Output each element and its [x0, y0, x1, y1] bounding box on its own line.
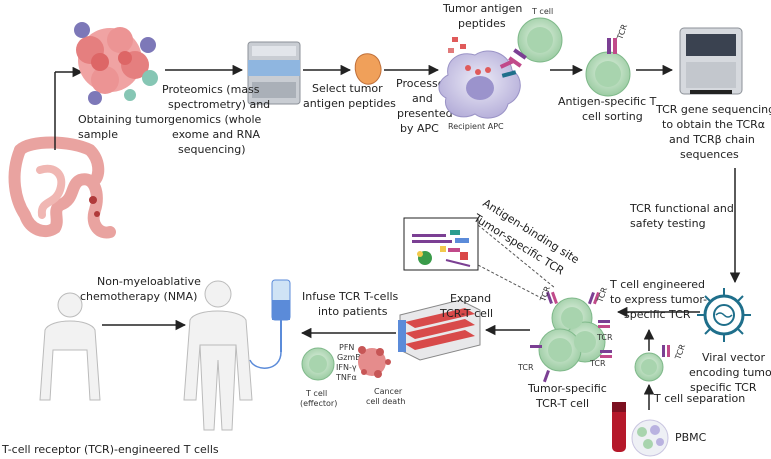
tcr-t-cell-cluster-icon: [530, 291, 612, 383]
viral-vector-icon: [697, 288, 751, 342]
cancer-cell-death-icon: [358, 346, 391, 378]
tcr-sequencing-label: TCR gene sequencing to obtain the TCRα a…: [655, 103, 771, 161]
proteomics-label: Proteomics (mass spectrometry) and genom…: [162, 83, 274, 156]
processed-label: Processed and presented by APC: [396, 77, 456, 135]
mass-spectrometer-icon: [247, 41, 301, 105]
t-cell-separation-label: T cell separation: [653, 392, 745, 405]
inset-pointer-line-2: [477, 264, 546, 301]
intestine-icon: [8, 136, 116, 239]
tcr-top-label: TCR: [615, 23, 629, 42]
iv-bag-icon: [249, 279, 291, 369]
apc-cell-icon: [438, 50, 521, 119]
infuse-label: Infuse TCR T-cells into patients: [302, 290, 402, 318]
functional-testing-label: TCR functional and safety testing: [629, 202, 737, 230]
t-cell-top-label: T cell: [531, 7, 553, 16]
peptide-fragments-icon: [448, 37, 466, 53]
tcr-structure-inset: [403, 217, 479, 271]
separated-t-cell-icon: [634, 345, 670, 382]
inset-pointer-line: [477, 224, 556, 289]
nma-label: Non-myeloablative chemotherapy (NMA): [80, 275, 204, 303]
recipient-apc-label: Recipient APC: [448, 122, 504, 131]
sequencer-icon: [679, 27, 743, 95]
tumor-specific-tcr-t-label: Tumor-specific TCR-T cell: [527, 382, 610, 410]
peptide-icon: [354, 53, 382, 85]
culture-flask-icon: [398, 299, 481, 361]
tcr-cluster-label-4: TCR: [589, 359, 606, 368]
select-peptides-label: Select tumor antigen peptides: [303, 82, 396, 110]
tcr-cluster-label-2: TCR: [595, 286, 609, 305]
tcr-separated-label: TCR: [673, 343, 687, 362]
nma-silhouette-icon: [39, 292, 101, 401]
expand-label: Expand TCR-T cell: [439, 292, 495, 320]
viral-vector-label: Viral vector encoding tumor- specific TC…: [689, 351, 771, 394]
cancer-death-label: Cancer cell death: [366, 387, 405, 406]
figure-caption: T-cell receptor (TCR)-engineered T cells: [1, 443, 219, 456]
pbmc-cells-icon: [631, 419, 669, 457]
effector-t-cell-icon: [301, 347, 335, 381]
tcr-cluster-label-5: TCR: [517, 363, 534, 372]
tcr-cluster-label-3: TCR: [596, 333, 613, 342]
tumor-antigen-peptides-label: Tumor antigen peptides: [442, 2, 526, 30]
t-cell-top-icon: [508, 17, 563, 68]
patient-silhouette-icon: [183, 280, 253, 431]
blood-tube-icon: [612, 402, 626, 452]
pbmc-label: PBMC: [675, 431, 707, 444]
cytokine-labels: PFN GzmB IFN-γ TNFα: [335, 343, 363, 382]
effector-label: T cell (effector): [300, 389, 337, 408]
obtaining-tumor-label: Obtaining tumor sample: [78, 113, 172, 141]
antigen-specific-t-cell-icon: [585, 38, 631, 97]
tumor-cluster-icon: [74, 22, 158, 105]
antigen-sorting-label: Antigen-specific T cell sorting: [558, 95, 660, 123]
engineered-label: T cell engineered to express tumor- spec…: [609, 278, 711, 321]
